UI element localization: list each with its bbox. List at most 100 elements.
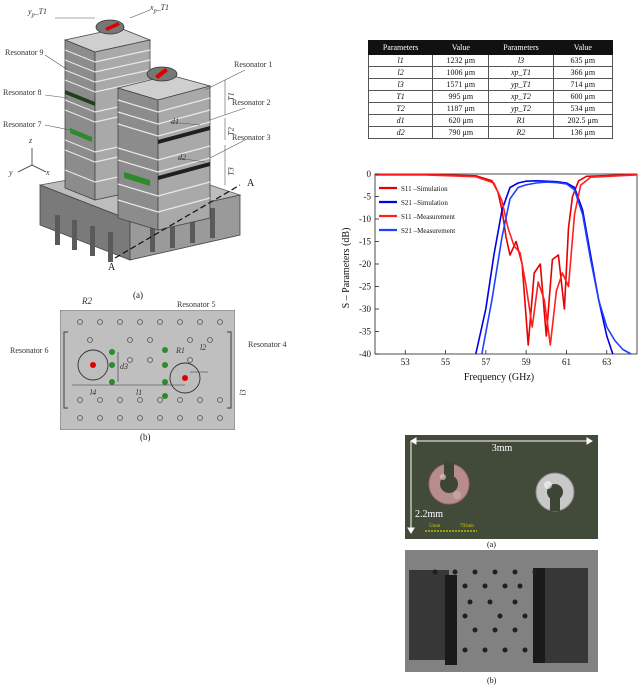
- table-cell: 600 μm: [552, 90, 614, 103]
- y-tick-label: -35: [359, 327, 371, 337]
- label-t2: T2: [226, 127, 236, 136]
- table-cell: 1571 μm: [432, 78, 490, 91]
- photo-fabricated-top: 3mm 2.2mm 53um 793um: [405, 435, 598, 539]
- photo-dimension-arrows: [407, 437, 593, 534]
- resonator-4-feed: [182, 375, 188, 381]
- label-resonator-4: Resonator 4: [248, 340, 287, 349]
- table-cell: 136 μm: [552, 126, 614, 139]
- chart-grid: [374, 173, 638, 355]
- y-tick-label: -30: [359, 304, 371, 314]
- legend-label: S11 –Measurement: [401, 213, 455, 221]
- label-l3: l3: [238, 389, 248, 396]
- table-cell: 995 μm: [432, 90, 490, 103]
- label-a-right: A: [247, 178, 255, 189]
- label-resonator-1: Resonator 1: [234, 60, 273, 69]
- xray-left-wall: [445, 575, 457, 665]
- legend-label: S11 –Simulation: [401, 185, 448, 193]
- caption-figure-b: (b): [140, 432, 151, 442]
- label-yp-t1: yp_T1: [28, 7, 48, 19]
- chart-x-axis-label: Frequency (GHz): [464, 372, 534, 383]
- chart-y-axis-label: S – Parameters (dB): [341, 228, 352, 309]
- table-cell: R1: [488, 114, 554, 127]
- green-vias: [109, 347, 168, 399]
- y-tick-label: -10: [359, 214, 371, 224]
- caption-photo-a: (a): [487, 540, 496, 549]
- label-r2: R2: [82, 296, 92, 306]
- label-resonator-3: Resonator 3: [232, 133, 271, 142]
- label-d2: d2: [178, 153, 186, 162]
- y-tick-label: -15: [359, 237, 371, 247]
- right-tower-left-face: [117, 87, 159, 231]
- table-cell: l3: [367, 78, 434, 91]
- label-resonator-8: Resonator 8: [3, 88, 42, 97]
- left-tower-dark-band: [65, 90, 95, 106]
- caption-figure-a: (a): [133, 290, 143, 300]
- left-wall: [63, 331, 68, 409]
- photo-xray: [405, 550, 598, 672]
- axis-triad: [17, 148, 47, 173]
- scale-label-b: 793um: [460, 524, 474, 529]
- label-l2: l2: [200, 343, 207, 352]
- table-cell: 1006 μm: [432, 66, 490, 79]
- dim-3mm-label: 3mm: [492, 443, 513, 454]
- table-cell: 790 μm: [432, 126, 490, 139]
- label-resonator-5: Resonator 5: [177, 300, 216, 309]
- y-tick-label: -20: [359, 259, 371, 269]
- label-t1: T1: [226, 92, 236, 101]
- chart-series-group: [375, 173, 638, 355]
- label-l1: l1: [136, 388, 143, 397]
- x-tick-label: 63: [602, 357, 612, 367]
- x-tick-label: 57: [481, 357, 491, 367]
- label-d1: d1: [171, 117, 179, 126]
- legend-label: S21 –Simulation: [401, 199, 448, 207]
- table-header: Value: [552, 40, 614, 55]
- table-cell: l1: [367, 54, 434, 67]
- table-cell: l2: [367, 66, 434, 79]
- label-l4: l4: [90, 388, 97, 397]
- x-tick-label: 55: [441, 357, 451, 367]
- xray-left-block: [409, 570, 449, 660]
- table-header: Parameters: [488, 40, 554, 55]
- table-header: Value: [432, 40, 490, 55]
- table-cell: d2: [367, 126, 434, 139]
- table-cell: 635 μm: [552, 54, 614, 67]
- section-line-aa: [114, 184, 241, 259]
- x-tick-label: 59: [522, 357, 532, 367]
- xray-right-wall: [533, 568, 545, 663]
- y-tick-label: -5: [364, 192, 372, 202]
- table-cell: xp_T1: [488, 66, 554, 79]
- dimension-lines: [44, 9, 246, 185]
- right-feed-probe: [155, 68, 168, 79]
- caption-photo-b: (b): [487, 676, 497, 685]
- label-t3: T3: [226, 167, 236, 176]
- y-tick-label: -40: [359, 349, 371, 359]
- left-feed-probe: [105, 22, 120, 31]
- legend-label: S21 –Measurement: [401, 227, 455, 235]
- table-header-row: Parameters Value Parameters Value: [367, 40, 614, 55]
- table-cell: 202.5 μm: [552, 114, 614, 127]
- label-axis-y: y: [9, 168, 13, 177]
- label-axis-z: z: [29, 136, 33, 145]
- label-resonator-9: Resonator 9: [5, 48, 44, 57]
- y-tick-label: 0: [367, 169, 372, 179]
- label-resonator-2: Resonator 2: [232, 98, 271, 107]
- label-axis-x: x: [46, 168, 50, 177]
- label-resonator-6: Resonator 6: [10, 346, 49, 355]
- base-pillars: [55, 208, 215, 262]
- structure-3d-figure: [17, 9, 246, 262]
- fabricated-resonator-left: [428, 462, 470, 505]
- table-cell: 534 μm: [552, 102, 614, 115]
- right-tower-layers: [117, 97, 211, 213]
- scale-label-a: 53um: [429, 524, 441, 529]
- table-cell: d1: [367, 114, 434, 127]
